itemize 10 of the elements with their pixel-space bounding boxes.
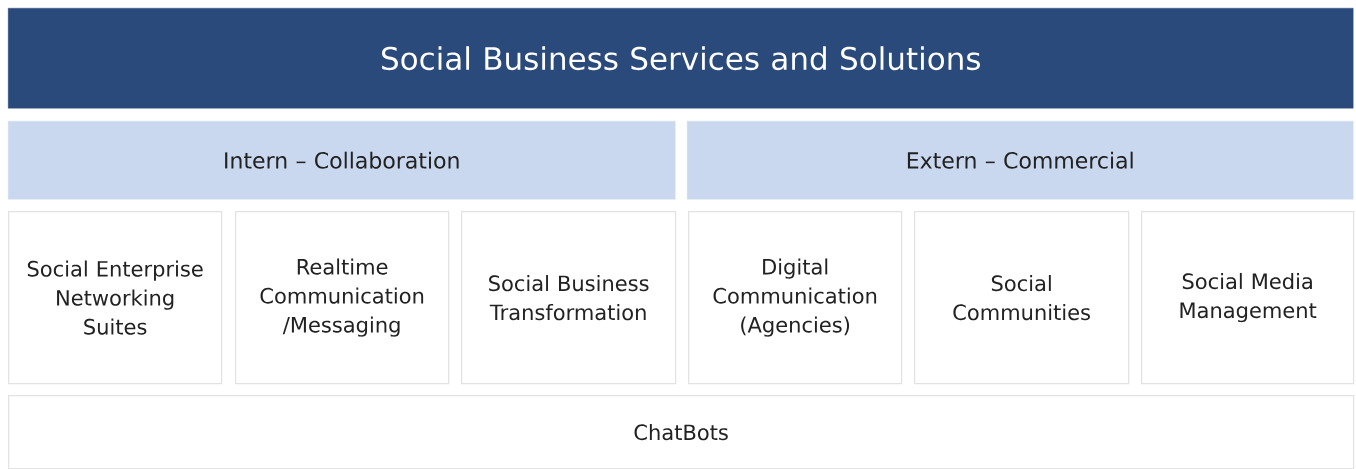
category-band: Extern – Commercial	[687, 121, 1354, 200]
service-box: Social Communities	[914, 211, 1130, 385]
service-box: Social Business Transformation	[461, 211, 677, 385]
service-box: Realtime Communication /Messaging	[235, 211, 450, 385]
service-box: Social Enterprise Networking Suites	[8, 211, 223, 385]
header-banner: Social Business Services and Solutions	[8, 8, 1354, 109]
service-box: ChatBots	[8, 395, 1355, 469]
service-box: Digital Communication (Agencies)	[688, 211, 903, 385]
category-band: Intern – Collaboration	[8, 121, 676, 200]
service-box: Social Media Management	[1141, 211, 1355, 385]
